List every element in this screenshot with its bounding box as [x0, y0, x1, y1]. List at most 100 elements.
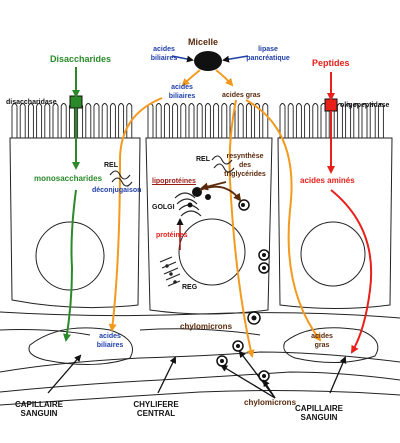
microvillus — [155, 103, 162, 138]
chylomicron-in-cell — [241, 203, 245, 207]
microvillus — [312, 103, 319, 138]
microvillus — [118, 103, 125, 138]
microvillus — [361, 103, 368, 138]
cell-right — [277, 137, 393, 309]
proteines-label: protéines — [156, 232, 188, 239]
reg-label: REG — [182, 284, 198, 291]
protein-pathway — [327, 72, 373, 354]
orange-acides-gras-right — [245, 99, 322, 342]
microvillus — [163, 103, 170, 138]
orange-to-acides-gras — [215, 69, 234, 87]
pointer-chylomicrons-2 — [238, 350, 276, 399]
chylomicron-particles — [187, 187, 270, 382]
oligopeptidase-label: oligopeptidase — [340, 102, 390, 109]
micelle-shape — [194, 51, 222, 71]
microvillus — [279, 103, 286, 138]
microvillus — [11, 103, 18, 138]
resynthese-label: resynthèse des triglycérides — [224, 153, 266, 178]
disaccharidase-label: disaccharidase — [6, 99, 57, 106]
microvillus — [85, 103, 92, 138]
microvillus — [221, 103, 228, 138]
oligopeptidase-enzyme — [324, 98, 338, 112]
microvillus — [245, 103, 252, 138]
red-arrow-down — [330, 189, 373, 354]
rel-left-shape — [109, 170, 133, 187]
pointer-chylomicrons-3 — [262, 379, 276, 399]
micelle-arrows — [171, 55, 249, 63]
microvillus — [68, 103, 75, 138]
capillaire-left-label: CAPILLAIRE SANGUIN — [15, 400, 63, 418]
microvillus — [353, 103, 360, 138]
lipoprotein-dot — [192, 187, 202, 197]
microvillus — [369, 103, 376, 138]
microvillus — [377, 103, 384, 138]
disaccharidase-enzyme — [69, 95, 83, 109]
microvillus — [77, 103, 84, 138]
lipoproteines-label: lipoprotéines — [152, 178, 196, 185]
microvillus — [213, 103, 220, 138]
acides-biliaires-top-label: acides biliaires — [150, 46, 178, 62]
nucleus-middle — [178, 218, 246, 286]
microvillus — [36, 103, 43, 138]
arrow-lipase-to-micelle — [222, 55, 249, 63]
orange-acides-gras-down — [228, 99, 255, 358]
pointer-capillaire-right — [329, 356, 347, 394]
microvillus — [345, 103, 352, 138]
microvillus — [196, 103, 203, 138]
label-pointers — [47, 350, 347, 399]
basal-membrane — [0, 311, 400, 319]
rel-left-label: REL — [104, 162, 118, 169]
microvillus — [147, 103, 154, 138]
acides-gras-bottom-label: acides gras — [311, 333, 333, 349]
cell-left — [9, 137, 141, 309]
nucleus-left — [35, 221, 105, 291]
microvillus — [188, 103, 195, 138]
pointer-capillaire-left — [47, 354, 82, 394]
chylifere-label: CHYLIFERE CENTRAL — [133, 400, 179, 418]
chylomicrons-top-label: chylomicrons — [180, 322, 233, 331]
microvillus — [60, 103, 67, 138]
resynthese-arrow — [200, 181, 227, 191]
acides-amines-label: acides aminés — [300, 176, 355, 185]
microvillus — [204, 103, 211, 138]
carbohydrate-pathway — [63, 67, 80, 342]
basal-vessels — [0, 311, 400, 406]
acides-biliaires-bottom-label: acides biliaires — [96, 333, 124, 349]
pointer-chylomicrons-1 — [220, 364, 276, 399]
rel-mid-label: REL — [196, 156, 210, 163]
microvillus — [295, 103, 302, 138]
golgi-arrows — [199, 181, 242, 202]
green-arrow-down — [63, 189, 77, 342]
lacteal-outline-top — [0, 351, 400, 373]
microvillus — [126, 103, 133, 138]
microvillus — [237, 103, 244, 138]
organelles — [109, 155, 235, 287]
microvillus — [101, 103, 108, 138]
microvilli-brush-border — [11, 103, 384, 138]
microvillus — [52, 103, 59, 138]
microvillus — [93, 103, 100, 138]
golgi-stack — [174, 192, 202, 217]
deconjugaison-label: déconjugaison — [92, 187, 142, 194]
enterocyte-cells — [9, 137, 393, 315]
monosaccharides-label: monosaccharides — [34, 174, 103, 183]
lipoprotein-dot — [187, 202, 193, 208]
orange-acides-biliaires-down — [108, 97, 163, 332]
micelle-label: Micelle — [188, 37, 219, 47]
microvillus — [304, 103, 311, 138]
pointer-chylifere — [157, 356, 176, 394]
microvillus — [44, 103, 51, 138]
golgi-label: GOLGI — [152, 204, 175, 211]
capillary-left-outline — [28, 327, 133, 365]
microvillus — [180, 103, 187, 138]
orange-to-acides-biliaires — [181, 69, 201, 87]
microvillus — [287, 103, 294, 138]
connective-fibers — [0, 328, 400, 406]
acides-gras-top-label: acides gras — [222, 92, 261, 99]
lacteal-outline-bottom — [0, 371, 400, 393]
nucleus-right — [300, 221, 366, 287]
capillaire-right-label: CAPILLAIRE SANGUIN — [295, 404, 343, 422]
arrow-acides-biliaires-to-micelle — [171, 55, 194, 63]
